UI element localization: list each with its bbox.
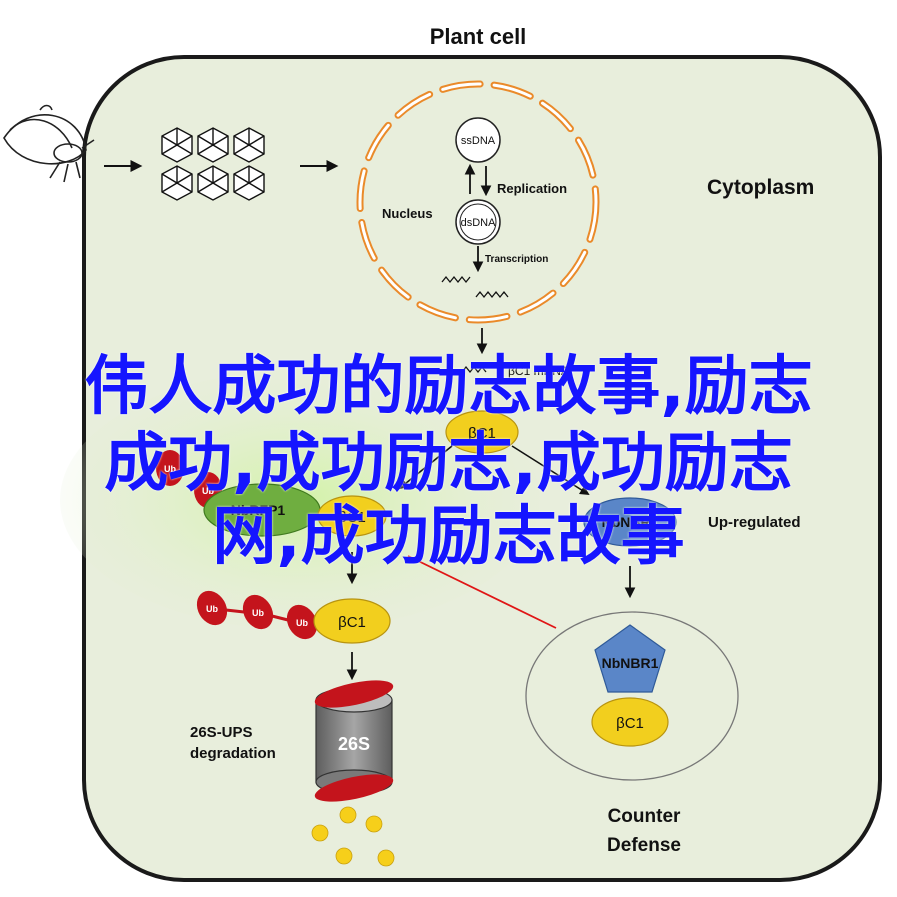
ub-chain: Ub Ub Ub [196, 590, 318, 640]
up-regulated-label: Up-regulated [708, 514, 801, 531]
arrow-to-bc1-left [398, 445, 453, 490]
mrna-wave-icon [441, 275, 471, 284]
bc1-autophagy-label: βC1 [616, 715, 644, 732]
diagram-title: Plant cell [430, 24, 527, 49]
inhibition-line [407, 555, 557, 629]
dsdna-label: dsDNA [461, 217, 497, 229]
ssdna-label: ssDNA [461, 135, 496, 147]
nbrfp1-label: NbRFP1 [231, 502, 286, 518]
nbnbr1-protein-top [583, 497, 677, 547]
replication-label: Replication [497, 181, 567, 196]
bc1-ubiquitinated [313, 598, 391, 644]
svg-text:Ub: Ub [252, 608, 264, 618]
bc1-autophagy [591, 697, 669, 747]
nucleus-envelope [356, 80, 600, 324]
nbnbr1-pentagon-label: NbNBR1 [602, 655, 659, 671]
geminivirus-particles-icon [161, 127, 265, 201]
proteasome-26s-icon [314, 680, 394, 802]
counter-defense-line2: Defense [607, 835, 681, 856]
ups-degradation-line1: 26S-UPS [190, 724, 253, 741]
bc1-mrna-label: βC1 mRNA [508, 364, 569, 378]
bc1-bound-label: βC1 [338, 509, 366, 526]
svg-text:Ub: Ub [296, 618, 308, 628]
bc1-ubiquitinated-label: βC1 [338, 614, 366, 631]
autophagosome [525, 611, 739, 781]
arrow-to-nbnbr1 [511, 445, 590, 496]
ub-label: Ub [164, 464, 176, 474]
transcription-label: Transcription [485, 254, 548, 265]
nbnbr1-top-label: NbNBR1 [602, 514, 659, 530]
mrna-wave-icon-2 [475, 290, 509, 299]
nucleus-label: Nucleus [382, 206, 433, 221]
ub-label: Ub [202, 486, 214, 496]
peptide-fragments [311, 806, 395, 867]
ssdna-circle [455, 117, 501, 163]
bc1-central-label: βC1 [468, 425, 496, 442]
bc1-central [445, 410, 519, 454]
dsdna-circle [455, 199, 501, 245]
ub-bead [156, 450, 184, 486]
counter-defense-line1: Counter [608, 806, 681, 827]
whitefly-icon [3, 104, 95, 183]
proteasome-label: 26S [338, 734, 370, 754]
ups-degradation-line2: degradation [190, 745, 276, 762]
svg-text:Ub: Ub [206, 604, 218, 614]
cytoplasm-label: Cytoplasm [707, 176, 814, 199]
bc1-bound [317, 495, 387, 537]
nbnbr1-protein-pentagon [594, 624, 666, 693]
